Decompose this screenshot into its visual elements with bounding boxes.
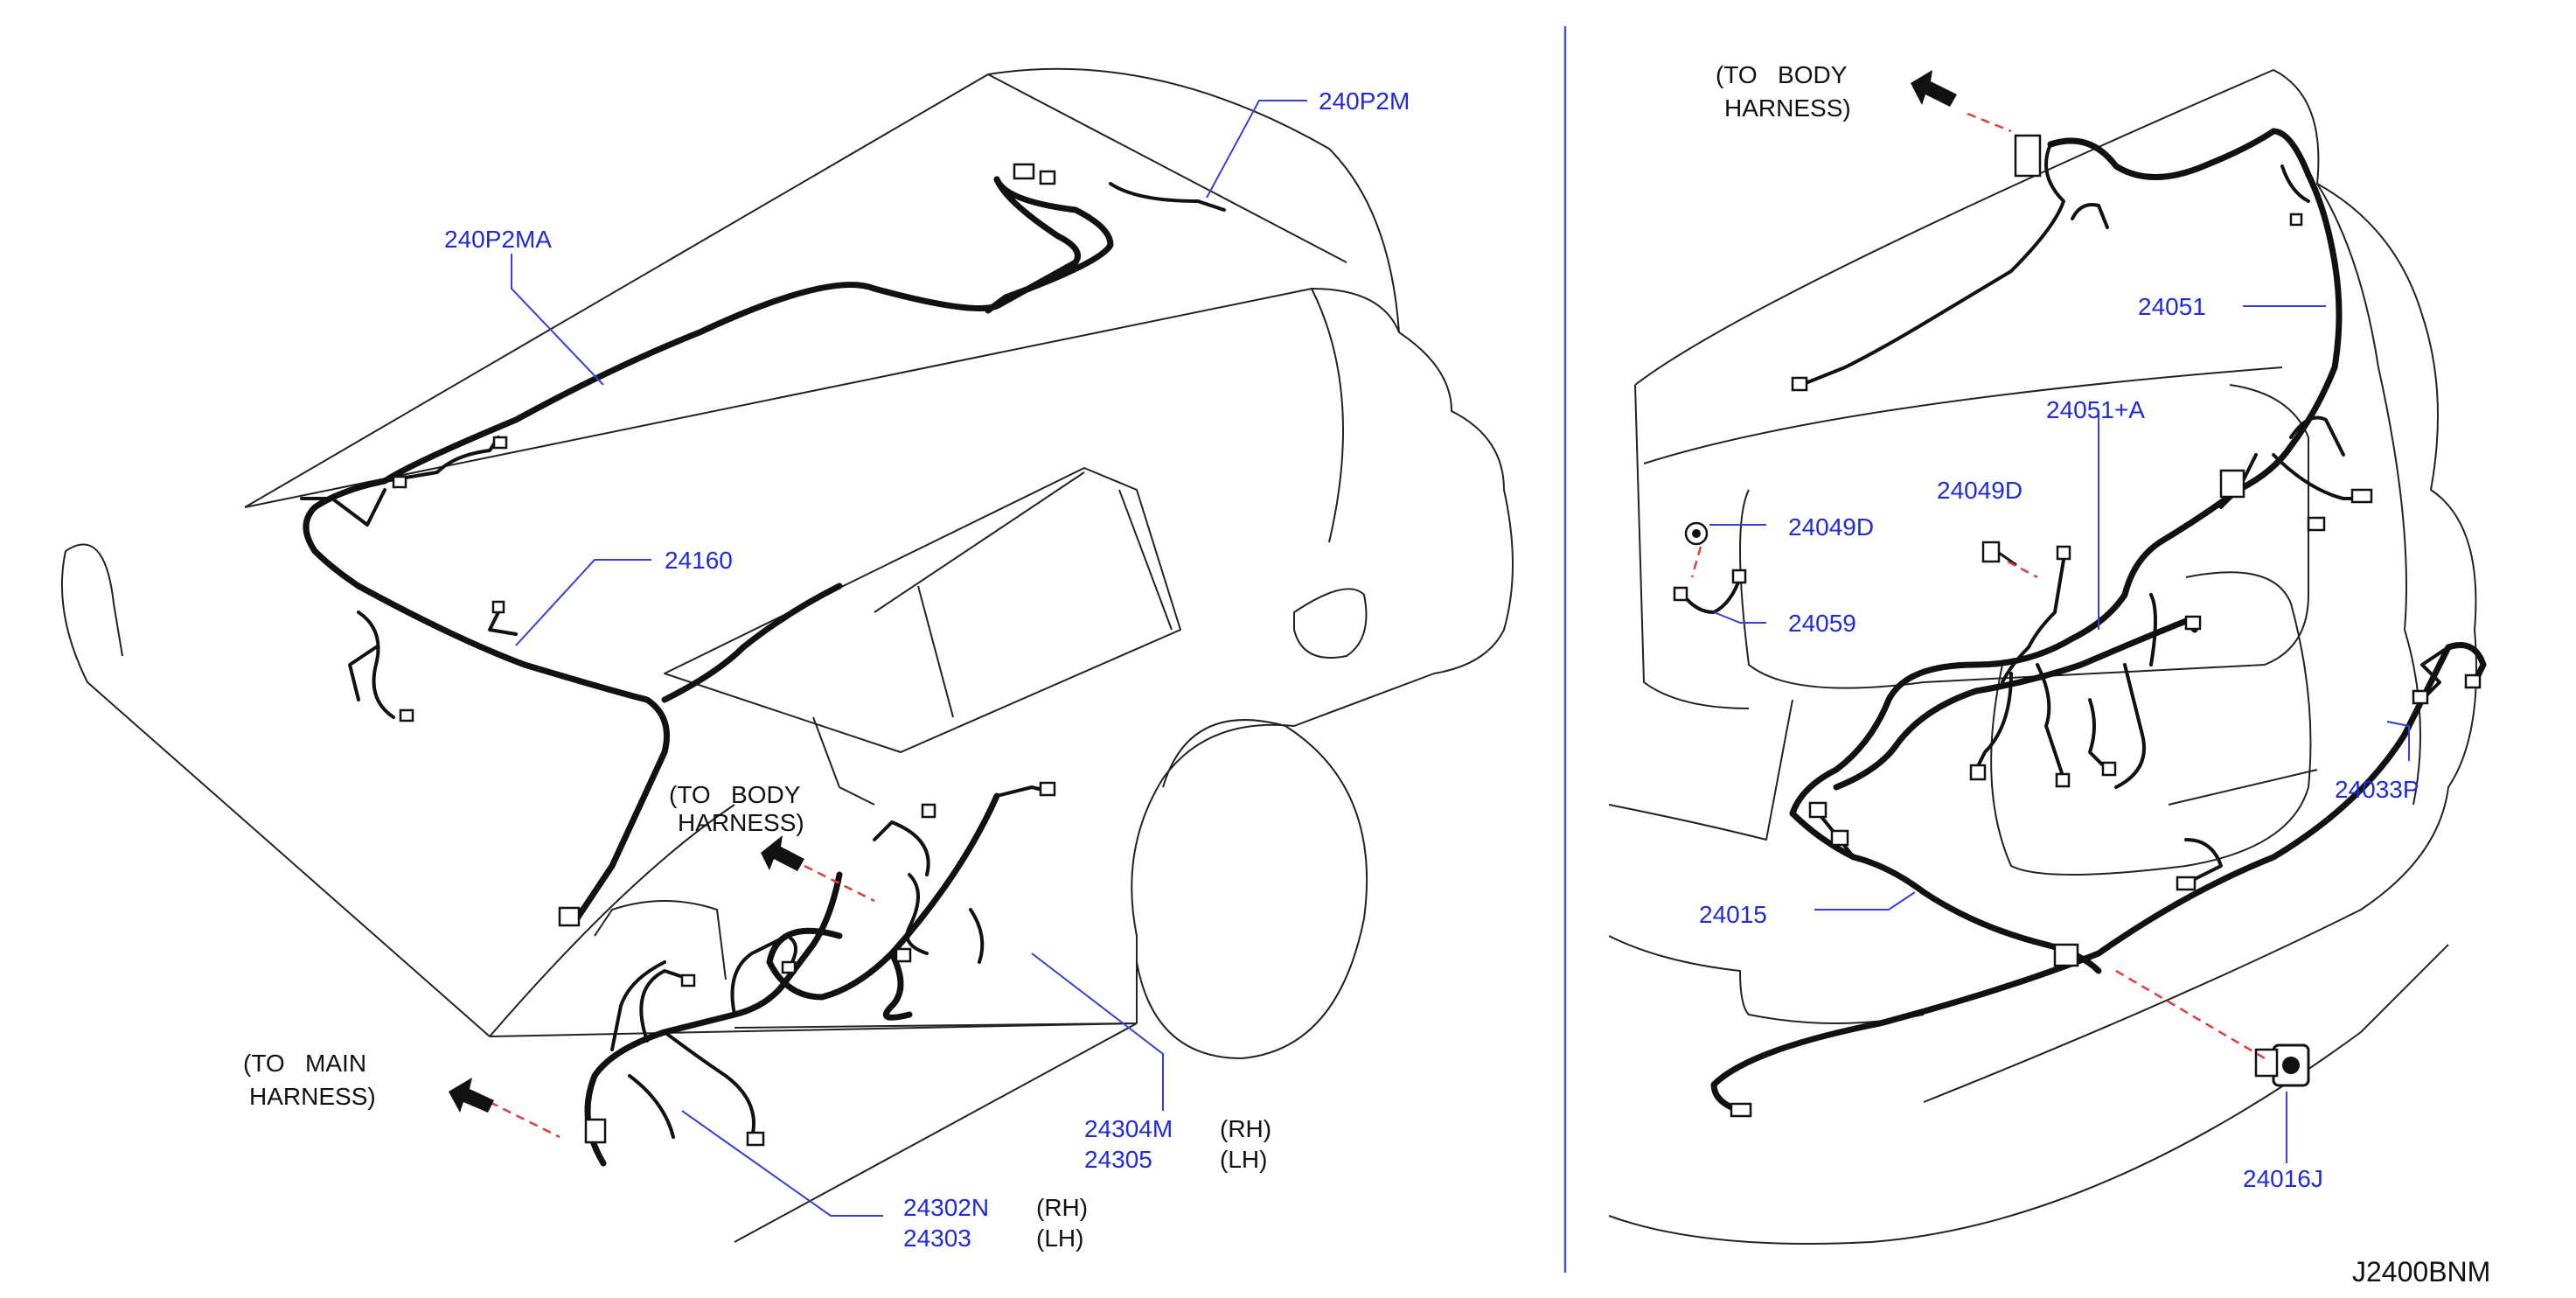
note-to-body-harness-right-line2: HARNESS) xyxy=(1724,94,1851,122)
arrow-to-body-harness-left xyxy=(761,835,804,871)
connection-dash-main-left xyxy=(489,1100,560,1139)
side-lh-24303: (LH) xyxy=(1036,1225,1083,1252)
connection-dash-bolt xyxy=(2007,560,2038,579)
grommet-24049D xyxy=(1684,521,1709,546)
arrow-to-body-harness-right xyxy=(1911,70,1957,107)
connection-dash-body-right xyxy=(1967,112,2012,133)
label-24015: 24015 xyxy=(1699,901,1767,928)
label-24051: 24051 xyxy=(2138,293,2206,320)
harness-24302N xyxy=(584,871,843,1167)
harness-24160 xyxy=(348,583,843,927)
harness-24051A xyxy=(1833,545,2202,791)
label-24049D-grommet: 24049D xyxy=(1788,513,1874,541)
harness-24015 xyxy=(1789,801,2102,974)
label-240P2MA: 240P2MA xyxy=(444,226,552,253)
right-leader-lines xyxy=(1709,305,2410,1163)
arrow-to-main-harness-left xyxy=(449,1078,494,1113)
note-to-body-harness-left-line1: (TO BODY xyxy=(669,781,801,808)
side-rh-24304M: (RH) xyxy=(1220,1115,1271,1142)
connection-dash-socket xyxy=(2115,969,2266,1060)
label-24049D-bolt: 24049D xyxy=(1937,477,2023,504)
label-24160: 24160 xyxy=(665,547,733,574)
label-240P2M: 240P2M xyxy=(1319,87,1410,115)
harness-24304M xyxy=(766,781,1056,1021)
cable-24059 xyxy=(1673,569,1747,614)
harness-240P2MA xyxy=(300,176,1081,590)
connection-dash-body-left xyxy=(804,864,875,903)
harness-24051 xyxy=(1789,128,2373,817)
side-rh-24302N: (RH) xyxy=(1036,1194,1088,1221)
label-24051A: 24051+A xyxy=(2046,396,2145,423)
trailer-socket-24016J xyxy=(2254,1043,2310,1087)
note-to-main-harness-line2: HARNESS) xyxy=(249,1083,376,1110)
label-24016J: 24016J xyxy=(2243,1165,2323,1192)
side-lh-24305: (LH) xyxy=(1220,1146,1267,1173)
connection-dash-grommet-bolt xyxy=(1690,546,1702,578)
label-24302N: 24302N xyxy=(903,1194,989,1221)
label-24303: 24303 xyxy=(903,1225,971,1252)
right-vehicle-body xyxy=(1608,69,2477,1245)
note-to-main-harness-line1: (TO MAIN xyxy=(243,1050,366,1077)
harness-24033P xyxy=(1710,642,2487,1118)
label-24304M: 24304M xyxy=(1084,1115,1173,1142)
diagram-code: J2400BNM xyxy=(2352,1256,2490,1288)
note-to-body-harness-left-line2: HARNESS) xyxy=(678,809,804,836)
harness-240P2M xyxy=(985,163,1226,314)
bolt-24049D xyxy=(1981,541,2017,567)
label-24059: 24059 xyxy=(1788,610,1856,637)
left-leader-lines xyxy=(511,100,1307,1217)
label-24305: 24305 xyxy=(1084,1146,1152,1173)
note-to-body-harness-right-line1: (TO BODY xyxy=(1716,61,1848,88)
left-vehicle-body xyxy=(60,67,1514,1243)
label-24033P: 24033P xyxy=(2335,776,2419,803)
